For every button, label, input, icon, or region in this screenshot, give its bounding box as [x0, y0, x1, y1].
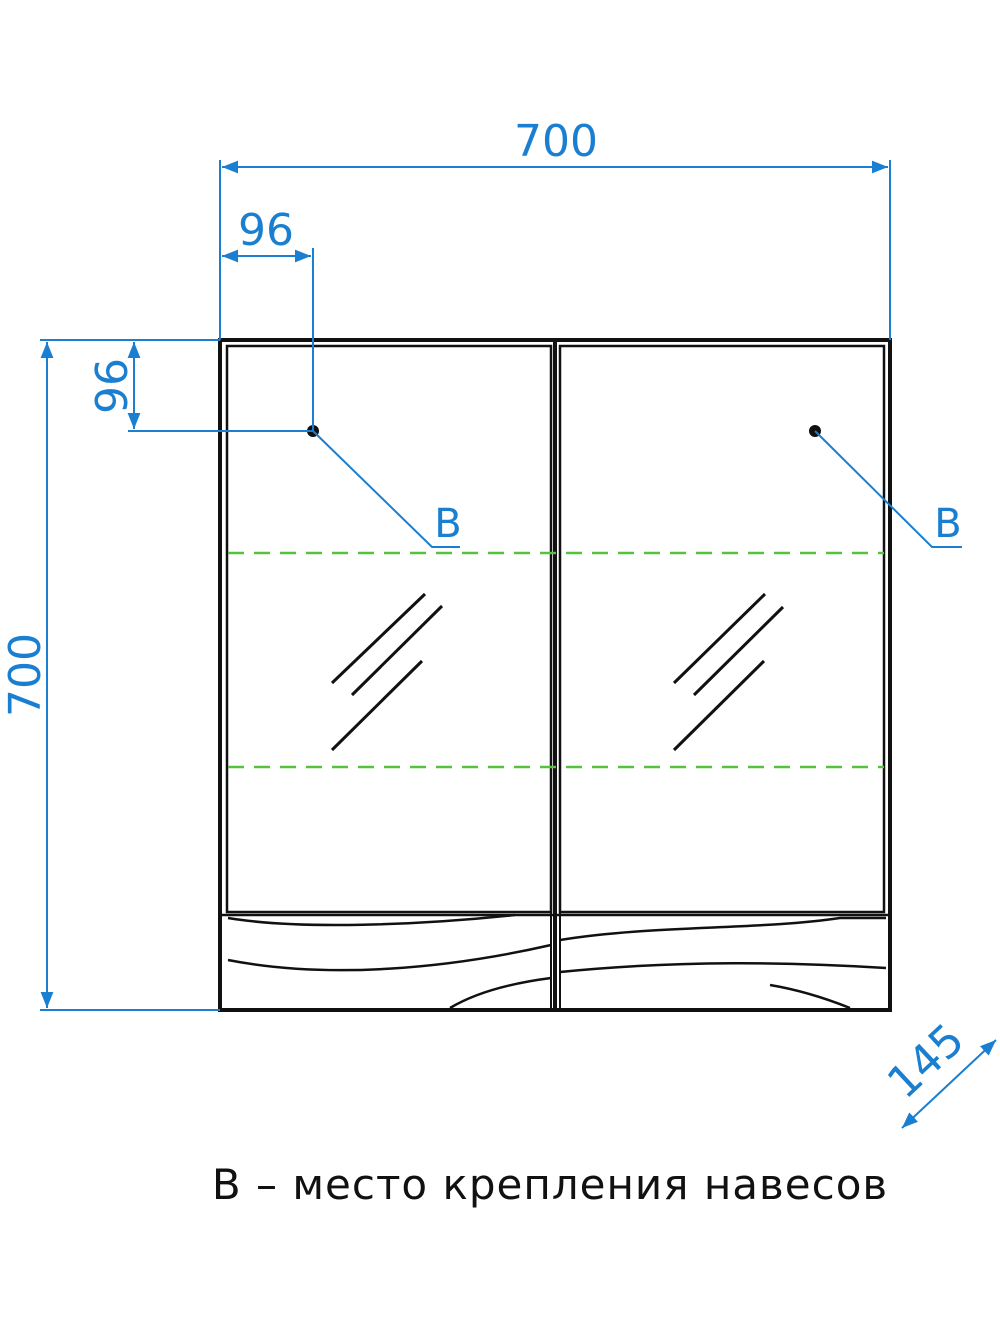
left-mount-label: В [434, 501, 461, 547]
left-mirror-reflection [330, 592, 444, 752]
left-base-wave-bottom [449, 976, 552, 1010]
right-mount-leader [814, 430, 962, 548]
cabinet-body [218, 338, 892, 1012]
right-mount-label: В [934, 501, 961, 547]
left-base-wave-mid [227, 943, 552, 972]
offset-x-dimension-text: 96 [238, 205, 294, 256]
right-base-wave-bottom [769, 983, 851, 1010]
right-base-wave-top [559, 916, 886, 942]
shelves [228, 551, 884, 769]
right-door-frame [558, 344, 886, 914]
depth-dimension-line [901, 1039, 997, 1129]
left-mount-leader [312, 430, 460, 548]
right-base-wave-mid [559, 961, 887, 974]
right-mirror-reflection [672, 592, 785, 752]
left-base-wave-top [227, 913, 516, 927]
height-dimension-text: 700 [0, 633, 51, 717]
legend-caption: В – место крепления навесов [211, 1160, 889, 1209]
width-dimension-text: 700 [514, 116, 598, 167]
offset-y-dimension-text: 96 [87, 358, 138, 414]
depth-dimension-text: 145 [878, 1014, 974, 1109]
